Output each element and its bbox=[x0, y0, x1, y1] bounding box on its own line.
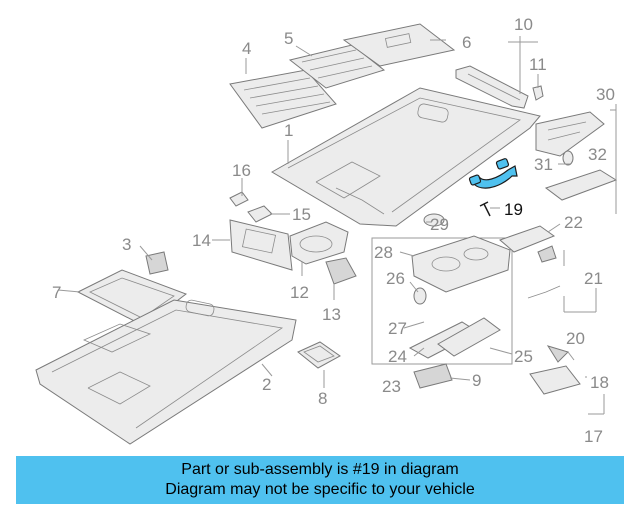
part-3-clip bbox=[145, 251, 169, 275]
callout-1: 1 bbox=[284, 121, 293, 140]
part-10-rail bbox=[455, 65, 529, 109]
part-2-headliner-lower bbox=[35, 299, 297, 445]
callout-16: 16 bbox=[232, 161, 251, 180]
part-16-clip bbox=[229, 191, 249, 207]
callout-21: 21 bbox=[584, 269, 603, 288]
callout-10: 10 bbox=[514, 15, 533, 34]
part-22-lamp bbox=[499, 225, 556, 253]
callout-15: 15 bbox=[292, 205, 311, 224]
callout-26: 26 bbox=[386, 269, 405, 288]
part-30-bracket bbox=[535, 111, 618, 201]
callout-3: 3 bbox=[122, 235, 131, 254]
callout-11: 11 bbox=[529, 55, 547, 74]
part-28-console bbox=[411, 235, 511, 293]
callout-23: 23 bbox=[382, 377, 401, 396]
part-13-retainer bbox=[325, 257, 357, 285]
callout-22: 22 bbox=[564, 213, 583, 232]
part-1-headliner-upper bbox=[271, 87, 541, 227]
part-29-clip bbox=[423, 213, 445, 227]
callout-9: 9 bbox=[472, 371, 481, 390]
callout-20: 20 bbox=[566, 329, 585, 348]
part-6-pad bbox=[342, 23, 456, 67]
part-9-lens bbox=[413, 363, 453, 389]
callout-17: 17 bbox=[584, 427, 603, 446]
diagram-notice-banner: Part or sub-assembly is #19 in diagram D… bbox=[16, 456, 624, 504]
part-14-sun-visor bbox=[229, 219, 293, 271]
callout-24: 24 bbox=[388, 347, 407, 366]
callout-2: 2 bbox=[262, 375, 271, 394]
part-12-lamp-housing bbox=[289, 221, 349, 265]
callout-5: 5 bbox=[284, 29, 293, 48]
callout-27: 27 bbox=[388, 319, 407, 338]
callout-18: 18 bbox=[590, 373, 609, 392]
callout-14: 14 bbox=[192, 231, 211, 250]
callout-32: 32 bbox=[588, 145, 607, 164]
part-18-lamp bbox=[529, 345, 581, 395]
callout-numbers: 4 5 6 10 11 1 30 31 32 19 16 15 14 3 7 1… bbox=[52, 15, 615, 446]
callout-31: 31 bbox=[534, 155, 553, 174]
banner-part-line: Part or sub-assembly is #19 in diagram bbox=[181, 461, 459, 478]
part-19-assist-handle bbox=[468, 158, 518, 217]
callout-8: 8 bbox=[318, 389, 327, 408]
callout-19: 19 bbox=[504, 200, 523, 219]
callout-6: 6 bbox=[462, 33, 471, 52]
callout-4: 4 bbox=[242, 39, 251, 58]
callout-30: 30 bbox=[596, 85, 615, 104]
callout-29: 29 bbox=[430, 215, 449, 234]
part-8-lens bbox=[297, 341, 341, 369]
banner-disclaimer-line: Diagram may not be specific to your vehi… bbox=[165, 481, 475, 498]
part-11-clip bbox=[532, 85, 544, 101]
callout-13: 13 bbox=[322, 305, 341, 324]
callout-28: 28 bbox=[374, 243, 393, 262]
part-26-button bbox=[413, 287, 427, 305]
part-15-hook bbox=[247, 205, 273, 223]
part-4-pad bbox=[229, 69, 337, 129]
part-5-pad bbox=[288, 44, 386, 89]
part-25-lens bbox=[437, 317, 501, 357]
callout-25: 25 bbox=[514, 347, 533, 366]
callout-12: 12 bbox=[290, 283, 309, 302]
leader-lines bbox=[57, 36, 617, 415]
part-21-harness bbox=[527, 245, 561, 299]
callout-7: 7 bbox=[52, 283, 61, 302]
console-group-outline bbox=[371, 237, 513, 365]
